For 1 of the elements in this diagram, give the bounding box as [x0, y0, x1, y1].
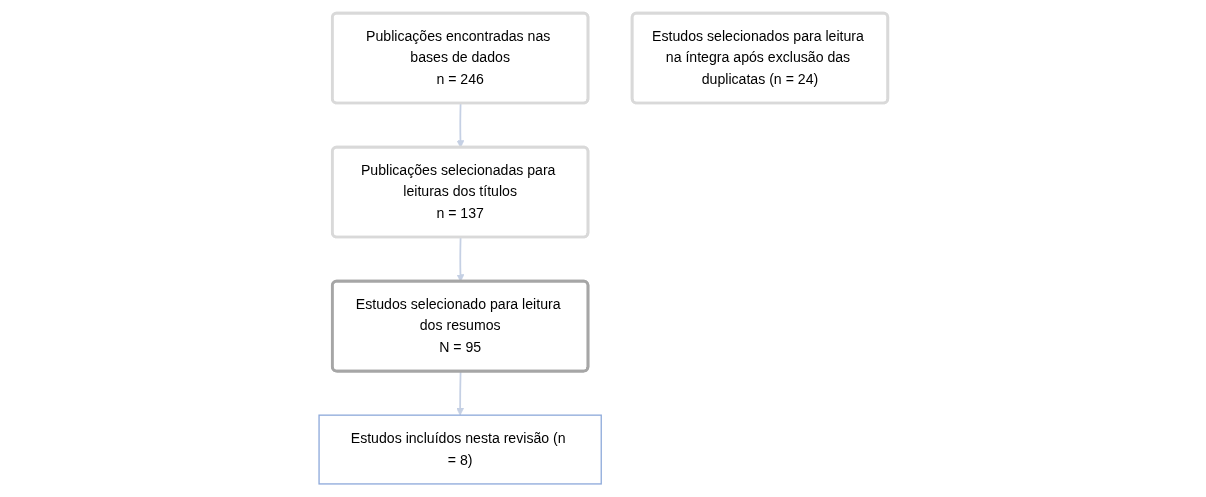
node-box: Estudos incluídos nesta revisão (n = 8) [317, 414, 602, 485]
